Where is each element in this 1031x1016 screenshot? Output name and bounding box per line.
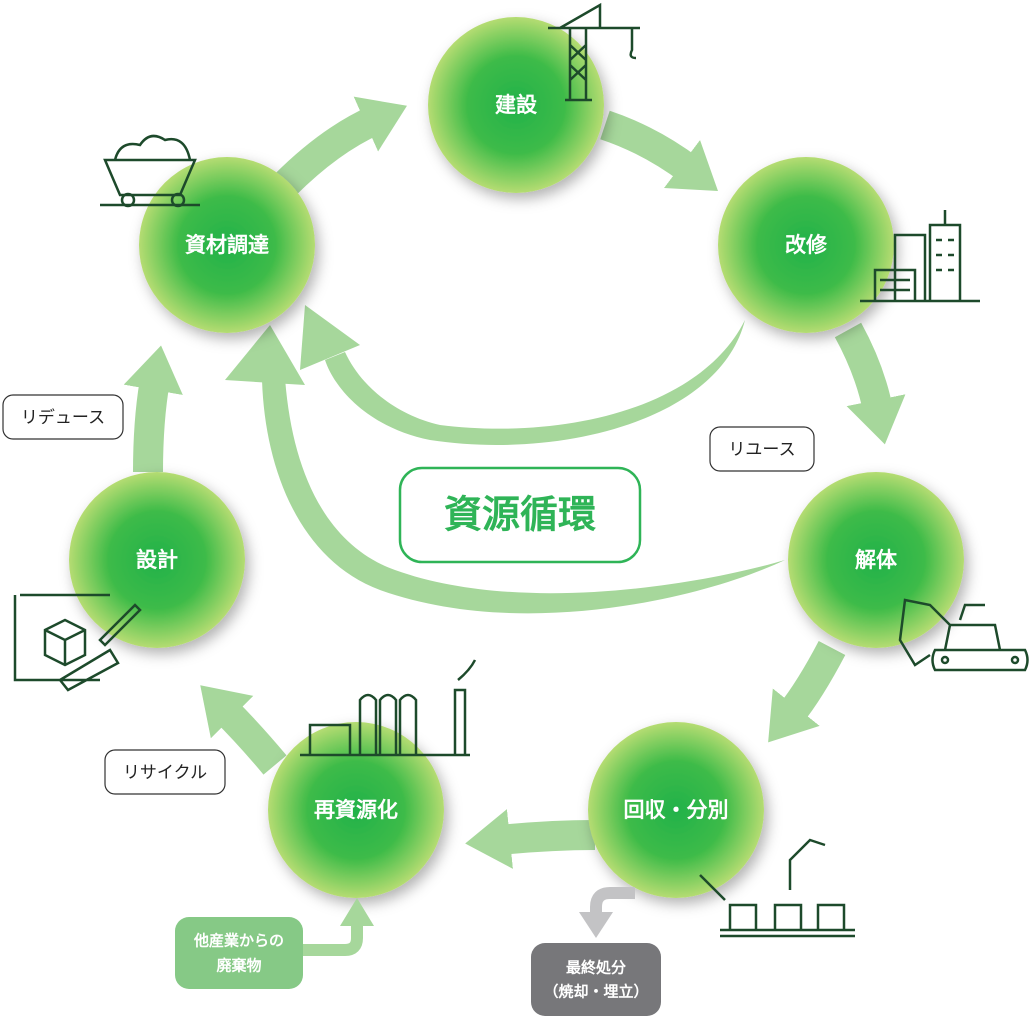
disposal-label-line2: （焼却・埋立） [543, 983, 648, 1001]
node-label: 再資源化 [314, 798, 398, 822]
node-construction: 建設 [428, 17, 604, 193]
tag-label: リデュース [21, 407, 105, 428]
disposal-label-line1: 最終処分 [566, 959, 626, 977]
tag-label: リサイクル [123, 763, 207, 783]
robot-arm-conveyor-icon [699, 838, 855, 938]
cycle-arrows [123, 96, 906, 869]
arrow-construction-to-renovation [600, 110, 719, 191]
final-disposal: 最終処分 （焼却・埋立） [531, 887, 661, 1016]
node-label: 設計 [136, 548, 178, 572]
title-text: 資源循環 [444, 493, 596, 537]
tag-reuse: リユース [709, 426, 815, 472]
input-label-line2: 廃棄物 [216, 957, 261, 975]
node-procurement: 資材調達 [139, 157, 315, 333]
node-label: 建設 [495, 93, 538, 117]
node-label: 資材調達 [185, 233, 269, 257]
arrow-renovation-to-demolition [834, 322, 906, 445]
design-blueprint-icon [13, 593, 142, 692]
node-collection: 回収・分別 [588, 722, 764, 898]
arrow-recycling-to-design [200, 685, 287, 775]
mining-cart-icon [100, 134, 200, 208]
buildings-icon [860, 210, 980, 303]
node-demolition: 解体 [788, 472, 964, 648]
arrow-collection-to-recycling [465, 809, 596, 869]
other-industry-waste: 他産業からの 廃棄物 [175, 898, 374, 989]
input-label-line1: 他産業からの [193, 932, 284, 950]
arrow-design-to-procurement [123, 345, 183, 473]
node-label: 回収・分別 [624, 798, 729, 822]
node-recycling: 再資源化 [268, 722, 444, 898]
arrowhead [300, 305, 360, 370]
center-title: 資源循環 [398, 466, 642, 564]
node-label: 解体 [855, 548, 898, 572]
inner-arrows [225, 305, 785, 614]
factory-icon [300, 659, 477, 757]
arrow-renovation-to-procurement [325, 320, 745, 445]
node-renovation: 改修 [718, 157, 894, 333]
node-design: 設計 [69, 472, 245, 648]
crane-icon [548, 2, 640, 102]
arrow-procurement-to-construction [274, 96, 407, 196]
arrowhead [225, 325, 305, 385]
arrow-demolition-to-collection [768, 641, 846, 743]
tag-label: リユース [728, 440, 795, 460]
tag-reduce: リデュース [2, 394, 124, 440]
tag-recycle: リサイクル [104, 749, 226, 795]
excavator-icon [898, 598, 1029, 672]
node-label: 改修 [785, 233, 828, 257]
